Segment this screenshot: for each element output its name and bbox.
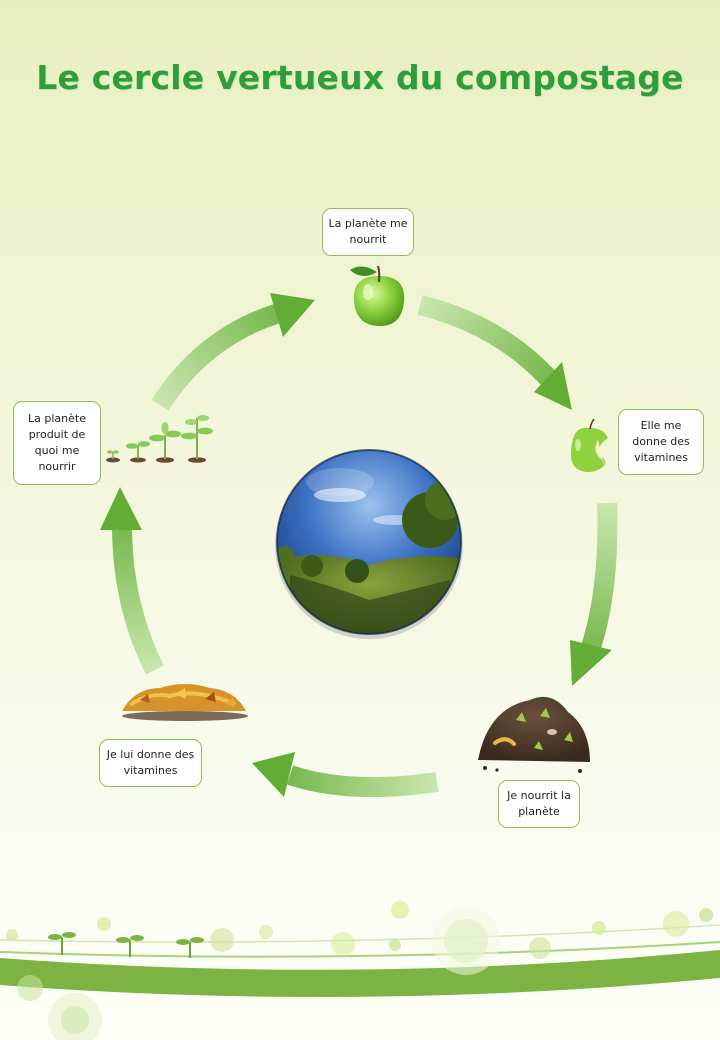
compost-heap-icon: [478, 696, 590, 773]
page-title: Le cercle vertueux du compostage: [36, 58, 684, 97]
cycle-arrows: [100, 293, 618, 798]
arrow-compost-to-leaves: [252, 752, 439, 798]
bubble-apple-core: Elle me donne des vitamines: [618, 409, 704, 475]
arrow-leaves-to-seedlings: [100, 487, 164, 675]
bubble-apple: La planète me nourrit: [322, 208, 414, 256]
leaf-pile-icon: [122, 684, 248, 721]
step-label: Je nourrit la planète: [507, 789, 571, 818]
apple-core-icon: [570, 418, 608, 473]
arrow-seedlings-to-apple: [151, 293, 315, 411]
green-apple-icon: [350, 265, 405, 326]
arrow-apple-to-core: [417, 295, 572, 410]
step-label: La planète produit de quoi me nourrir: [28, 412, 86, 473]
decorative-footer: [0, 901, 720, 1040]
bubble-leaves: Je lui donne des vitamines: [99, 739, 202, 787]
earth-globe-icon: [275, 449, 463, 639]
seedlings-icon: [106, 415, 213, 463]
arrow-core-to-compost: [570, 502, 618, 686]
step-label: Elle me donne des vitamines: [632, 419, 690, 464]
bubble-seedlings: La planète produit de quoi me nourrir: [13, 401, 101, 485]
bubble-compost: Je nourrit la planète: [498, 780, 580, 828]
step-label: Je lui donne des vitamines: [106, 748, 195, 777]
step-label: La planète me nourrit: [328, 217, 408, 246]
